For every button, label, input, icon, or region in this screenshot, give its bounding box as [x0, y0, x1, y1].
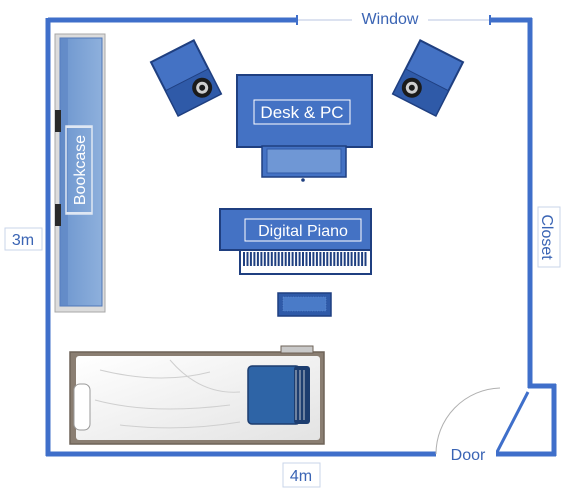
piano-key — [267, 252, 270, 266]
piano-key — [302, 252, 304, 266]
bookcase-hinge-bottom — [55, 204, 61, 226]
piano-key — [312, 252, 315, 266]
speaker-right — [391, 39, 465, 117]
piano-key — [270, 252, 273, 266]
piano-key — [246, 252, 249, 266]
piano-key — [315, 252, 318, 266]
desk-pc: Desk & PC — [236, 74, 373, 182]
bookcase: Bookcase — [54, 33, 106, 313]
window: Window — [296, 9, 491, 29]
digital-piano: Digital Piano — [219, 208, 372, 317]
piano-key — [263, 252, 266, 266]
piano-key — [277, 252, 280, 266]
piano-key — [357, 252, 360, 266]
bookcase-hinge-top — [55, 110, 61, 132]
piano-key — [354, 252, 357, 266]
dimension-height: 3m — [4, 227, 43, 251]
dimension-width: 4m — [282, 462, 321, 488]
desk-label-box — [253, 99, 351, 125]
pillow-icon — [73, 383, 91, 431]
piano-key — [249, 252, 252, 266]
piano-key — [281, 252, 284, 266]
desk-label: Desk & PC — [260, 103, 343, 122]
piano-key — [336, 252, 339, 266]
door-swing-icon — [435, 387, 501, 455]
door-label: Door — [451, 447, 486, 464]
piano-key — [274, 252, 277, 266]
piano-key — [350, 252, 353, 266]
piano-key — [298, 252, 301, 266]
piano-key — [333, 252, 336, 266]
bed — [69, 345, 325, 445]
room-walls — [45, 17, 557, 457]
piano-key — [319, 252, 322, 266]
bed-headboard-post — [280, 345, 314, 354]
piano-key — [256, 252, 259, 266]
piano-key — [309, 252, 311, 266]
closet: Closet — [537, 206, 561, 268]
piano-key — [361, 252, 364, 266]
piano-key — [260, 252, 263, 266]
closet-label: Closet — [538, 214, 555, 260]
bookcase-label: Bookcase — [72, 135, 89, 205]
piano-black-keys — [243, 252, 367, 266]
height-label: 3m — [12, 232, 34, 249]
piano-key — [305, 252, 308, 266]
piano-key — [329, 252, 332, 266]
door: Door — [435, 387, 530, 466]
door-leaf — [494, 391, 530, 455]
window-label: Window — [362, 11, 419, 28]
blanket-icon — [247, 365, 301, 425]
piano-key — [326, 252, 329, 266]
piano-key — [284, 252, 287, 266]
piano-label: Digital Piano — [258, 223, 348, 240]
piano-key — [343, 252, 346, 266]
piano-key — [243, 252, 245, 266]
piano-key — [291, 252, 294, 266]
piano-key — [340, 252, 343, 266]
piano-label-box — [244, 218, 362, 242]
piano-key — [253, 252, 256, 266]
piano-key — [347, 252, 350, 266]
piano-key — [295, 252, 298, 266]
piano-key — [364, 252, 367, 266]
width-label: 4m — [290, 468, 312, 485]
piano-key — [288, 252, 291, 266]
speaker-left — [149, 39, 223, 117]
piano-key — [322, 252, 325, 266]
